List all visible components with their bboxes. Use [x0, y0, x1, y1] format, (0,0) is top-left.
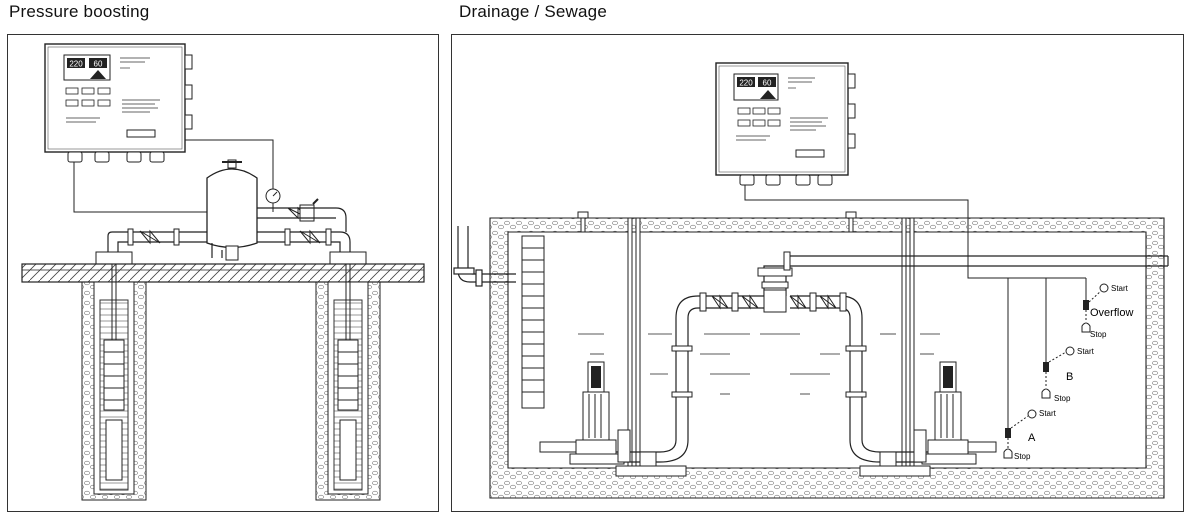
pressure-boosting-heading: Pressure boosting: [9, 2, 150, 21]
overflow-start-label: Start: [1111, 284, 1129, 293]
sump-pit: [489, 217, 1165, 499]
drainage-sewage-heading: Drainage / Sewage: [459, 2, 607, 21]
pressure-sensor-wire: [185, 139, 274, 190]
discharge-valves: [699, 281, 847, 313]
display-readout-right: 60: [94, 60, 103, 69]
pump-footing: [639, 451, 897, 467]
gate-valve-left: [127, 228, 180, 246]
a-start-label: Start: [1039, 409, 1057, 418]
pipe-flanges: [671, 251, 867, 398]
borehole-left: [81, 264, 147, 501]
display-readout-left: 220: [69, 60, 83, 69]
control-panel-left: 220 60: [44, 43, 193, 163]
access-ladder: [521, 235, 545, 409]
overflow-label: Overflow: [1090, 307, 1133, 319]
display-readout-left-2: 220: [739, 79, 753, 88]
control-wire-left: [73, 162, 208, 213]
float-switch-cables: [1007, 278, 1087, 430]
wellhead-left: [95, 251, 133, 265]
check-valve-right-top: [287, 198, 319, 222]
wellhead-right: [329, 251, 367, 265]
pressure-gauge: [265, 188, 281, 212]
overflow-stop-label: Stop: [1090, 330, 1107, 339]
water-level: [578, 333, 940, 395]
a-stop-label: Stop: [1014, 452, 1031, 461]
gate-valve-right: [284, 228, 332, 246]
pressure-tank: [206, 159, 258, 261]
borehole-right: [315, 264, 381, 501]
discharge-pipework: [600, 255, 1169, 463]
control-panel-right: 220 60: [715, 62, 856, 186]
vent-pipes: [577, 211, 857, 233]
control-cable-right: [744, 185, 1086, 279]
submersible-pump-left: [539, 361, 687, 477]
b-label: B: [1066, 371, 1073, 383]
float-switch-a: [1003, 409, 1037, 459]
b-start-label: Start: [1077, 347, 1095, 356]
b-stop-label: Stop: [1054, 394, 1071, 403]
a-label: A: [1028, 432, 1036, 444]
float-switch-overflow: [1081, 283, 1109, 333]
submersible-pump-right: [859, 361, 997, 477]
ground-slab-left: [21, 263, 425, 283]
display-readout-right-2: 60: [763, 79, 772, 88]
float-switch-b: [1041, 346, 1075, 399]
inlet-pipe: [453, 226, 516, 287]
